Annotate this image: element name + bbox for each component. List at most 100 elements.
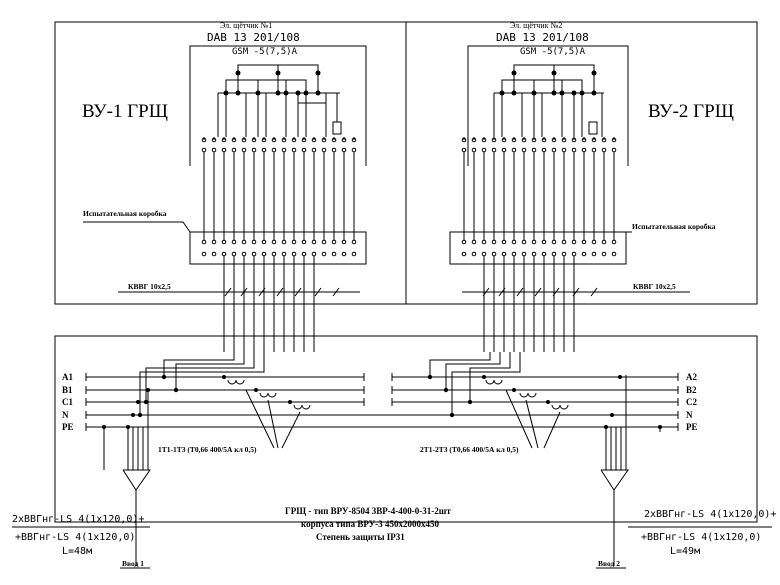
vu1-meter-terminal (231, 147, 237, 153)
vu2-testbox-terminal (591, 251, 597, 257)
vu2-testbox-terminal (611, 239, 617, 245)
vu2-testbox-terminal (561, 239, 567, 245)
vu2-testbox-terminal (581, 251, 587, 257)
feeder-right-input: Ввод 2 (598, 559, 620, 568)
vu2-testbox-terminal (471, 251, 477, 257)
vu2-meter-terminal (611, 147, 617, 153)
vu1-testbox-terminal (331, 239, 337, 245)
grsch-description-line1: ГРЩ - тип ВРУ-8504 3ВР-4-400-0-31-2шт (285, 506, 451, 516)
vu1-meter-terminal (271, 147, 277, 153)
vu2-testbox-terminal (481, 239, 487, 245)
vu1-meter-terminal (331, 147, 337, 153)
vu1-testbox-terminal (221, 239, 227, 245)
meter1-title: Эл. щётчик №1 (220, 21, 272, 30)
vu1-frame (54, 21, 407, 305)
vu1-testbox-terminal (311, 251, 317, 257)
vu2-testbox-terminal (531, 239, 537, 245)
vu1-testbox-terminal (291, 239, 297, 245)
vu1-testbox-terminal (351, 251, 357, 257)
vu2-testbox-terminal (561, 251, 567, 257)
feeder-right-length: L=49м (670, 546, 700, 557)
vu2-testbox-terminal (571, 239, 577, 245)
feeder-left-input: Ввод 1 (122, 559, 144, 568)
vu1-testbox-terminal (211, 251, 217, 257)
vu1-testbox-terminal (261, 239, 267, 245)
vu2-meter-terminal (481, 147, 487, 153)
vu1-meter-terminal (341, 147, 347, 153)
vu1-testbox-terminal (201, 239, 207, 245)
vu2-testbox-terminal (501, 251, 507, 257)
vu2-testbox-terminal (531, 251, 537, 257)
vu2-frame (405, 21, 758, 305)
vu1-testbox-terminal (221, 251, 227, 257)
vu2-meter-terminal (601, 147, 607, 153)
vu1-testbox-terminal (331, 251, 337, 257)
vu2-testbox-terminal (601, 251, 607, 257)
meter2-block (467, 45, 629, 166)
vu1-label: ВУ-1 ГРЩ (82, 101, 168, 122)
vu2-testbox-terminal (551, 239, 557, 245)
vu1-testbox-terminal (271, 239, 277, 245)
vu1-testbox-terminal (321, 239, 327, 245)
test-box1 (189, 231, 367, 265)
vu2-testbox-terminal (481, 251, 487, 257)
vu1-meter-terminal (221, 147, 227, 153)
vu1-testbox-terminal (351, 239, 357, 245)
feeder-right-cable-line2: +ВВГнг-LS 4(1х120,0) (641, 532, 761, 543)
grsch-description-line2: корпуса типа ВРУ-3 450х2000х450 (301, 519, 440, 529)
vu2-testbox-terminal (471, 239, 477, 245)
feeder-left-cable-line1: 2хВВГнг-LS 4(1х120,0)+ (12, 514, 144, 525)
vu1-testbox-terminal (201, 251, 207, 257)
meter2-model: DAB 13 201/108 (496, 31, 589, 44)
vu2-testbox-terminal (551, 251, 557, 257)
vu2-testbox-terminal (541, 251, 547, 257)
feeder-right-arrow (600, 375, 629, 566)
vu1-meter-terminal (251, 147, 257, 153)
vu2-meter-terminal (531, 147, 537, 153)
vu1-testbox-terminal (301, 251, 307, 257)
vu1-testbox-terminal (311, 239, 317, 245)
vu1-meter-terminal (351, 147, 357, 153)
vu2-meter-terminal (511, 147, 517, 153)
vu2-meter-terminal (551, 147, 557, 153)
meter2-rating: GSM -5(7,5)A (520, 47, 586, 57)
vu2-testbox-terminal (511, 239, 517, 245)
cable2-label: КВВГ 10х2,5 (633, 282, 676, 291)
vu2-testbox-terminal (491, 239, 497, 245)
terminal-rows (201, 137, 617, 257)
vu1-testbox-terminal (211, 239, 217, 245)
test-box1-label: Испытательная коробка (83, 209, 167, 218)
vu2-testbox-terminal (541, 239, 547, 245)
busbar-label-right: C2 (686, 397, 697, 407)
vu1-meter-terminal (241, 147, 247, 153)
vu1-meter-terminal (291, 147, 297, 153)
vu1-testbox-terminal (291, 251, 297, 257)
vu1-testbox-terminal (251, 239, 257, 245)
ct-left-label: 1Т1-1Т3 (Т0,66 400/5А кл 0,5) (158, 445, 257, 454)
vu1-testbox-terminal (321, 251, 327, 257)
vu2-testbox-terminal (611, 251, 617, 257)
meter2-title: Эл. щётчик №2 (510, 21, 562, 30)
vu1-meter-terminal (311, 147, 317, 153)
vu1-meter-terminal (301, 147, 307, 153)
vu2-meter-terminal (461, 147, 467, 153)
grsch-frame (54, 335, 758, 523)
vu2-testbox-terminal (461, 251, 467, 257)
vu1-meter-terminal (201, 147, 207, 153)
busbar-label-left: PE (62, 422, 74, 432)
vu2-testbox-terminal (501, 239, 507, 245)
vu2-meter-terminal (491, 147, 497, 153)
vu2-testbox-terminal (601, 239, 607, 245)
busbar-label-right: A2 (686, 372, 697, 382)
vu1-testbox-terminal (241, 239, 247, 245)
busbar-label-right: PE (686, 422, 698, 432)
vu2-meter-terminal (591, 147, 597, 153)
feeder-left-length: L=48м (62, 546, 92, 557)
busbar-label-right: N (686, 410, 693, 420)
test-box2 (449, 231, 627, 265)
vu2-testbox-terminal (521, 239, 527, 245)
vu2-meter-terminal (521, 147, 527, 153)
vu2-label: ВУ-2 ГРЩ (648, 101, 734, 122)
